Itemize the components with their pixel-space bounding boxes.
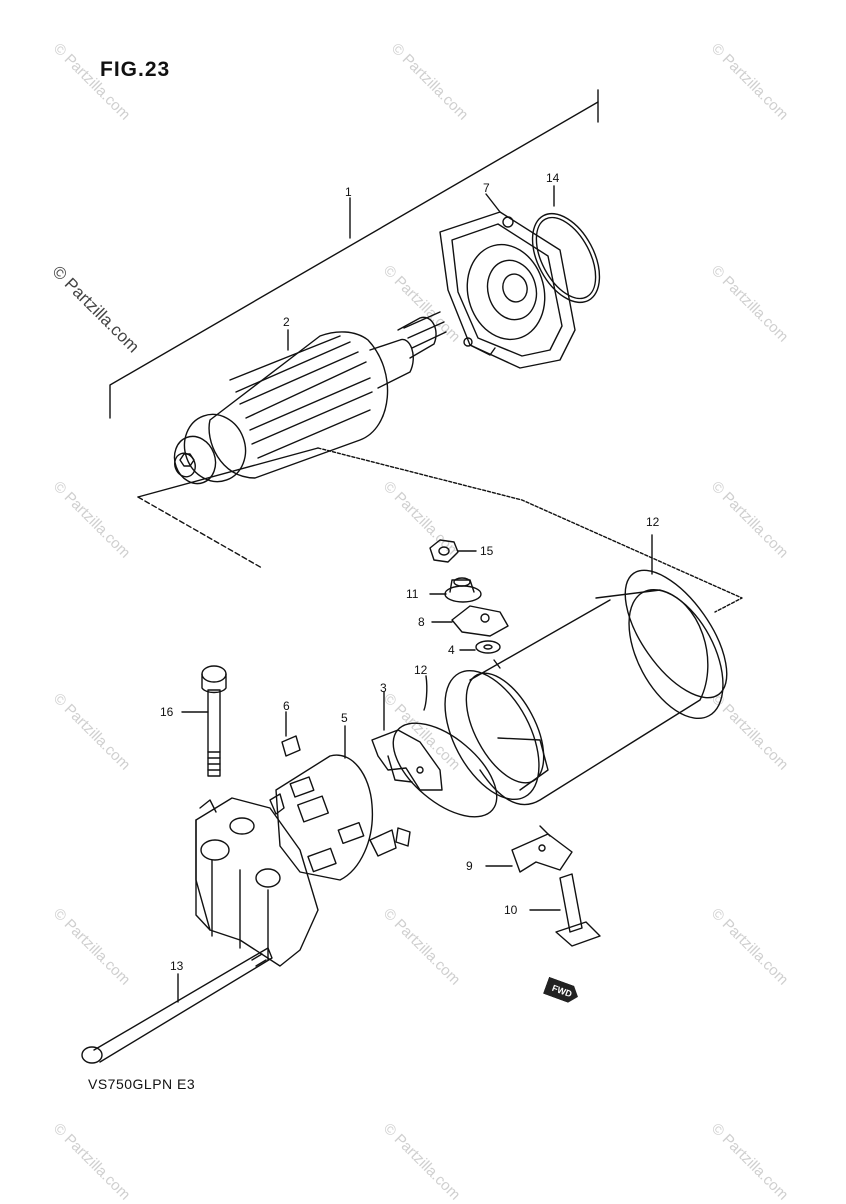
callout-13: 13 bbox=[170, 959, 184, 973]
brush-holder-assembly-5 bbox=[269, 725, 411, 881]
callout-12-upper: 12 bbox=[646, 515, 660, 529]
assembly-outline-lower bbox=[137, 447, 743, 613]
callout-6: 6 bbox=[283, 699, 290, 713]
nut-15 bbox=[429, 539, 477, 563]
forward-label: FWD bbox=[550, 982, 574, 1000]
brush-holder-3 bbox=[371, 691, 443, 791]
o-ring-14 bbox=[531, 212, 601, 304]
callout-14: 14 bbox=[546, 171, 560, 185]
brush-spring-9 bbox=[485, 825, 573, 873]
callout-10: 10 bbox=[504, 903, 518, 917]
screw-6 bbox=[281, 711, 301, 757]
callout-9: 9 bbox=[466, 859, 473, 873]
o-ring-12b bbox=[392, 722, 498, 818]
washer-11 bbox=[429, 577, 482, 603]
assembly-bracket-1 bbox=[109, 89, 599, 419]
callout-5: 5 bbox=[341, 711, 348, 725]
callout-11: 11 bbox=[406, 587, 419, 601]
long-bolt-13 bbox=[81, 947, 273, 1064]
callout-8: 8 bbox=[418, 615, 425, 629]
o-ring-12a bbox=[624, 569, 728, 699]
o-ring-14-inner bbox=[535, 216, 597, 300]
terminal-bolt-10 bbox=[529, 873, 601, 947]
callout-1: 1 bbox=[345, 185, 352, 199]
armature-2 bbox=[173, 311, 447, 485]
callout-16: 16 bbox=[160, 705, 174, 719]
callout-4: 4 bbox=[448, 643, 455, 657]
rear-housing bbox=[195, 797, 319, 967]
callout-12-lower: 12 bbox=[414, 663, 428, 677]
washer-4 bbox=[459, 640, 501, 669]
figure-title: FIG.23 bbox=[100, 58, 171, 81]
callout-15: 15 bbox=[480, 544, 494, 558]
motor-yoke bbox=[444, 588, 724, 806]
plate-8 bbox=[431, 605, 509, 637]
model-code: VS750GLPN E3 bbox=[88, 1076, 196, 1092]
callout-7: 7 bbox=[483, 181, 490, 195]
callout-3: 3 bbox=[380, 681, 387, 695]
front-housing-7 bbox=[439, 193, 576, 369]
bolt-16 bbox=[181, 665, 227, 777]
callout-2: 2 bbox=[283, 315, 290, 329]
